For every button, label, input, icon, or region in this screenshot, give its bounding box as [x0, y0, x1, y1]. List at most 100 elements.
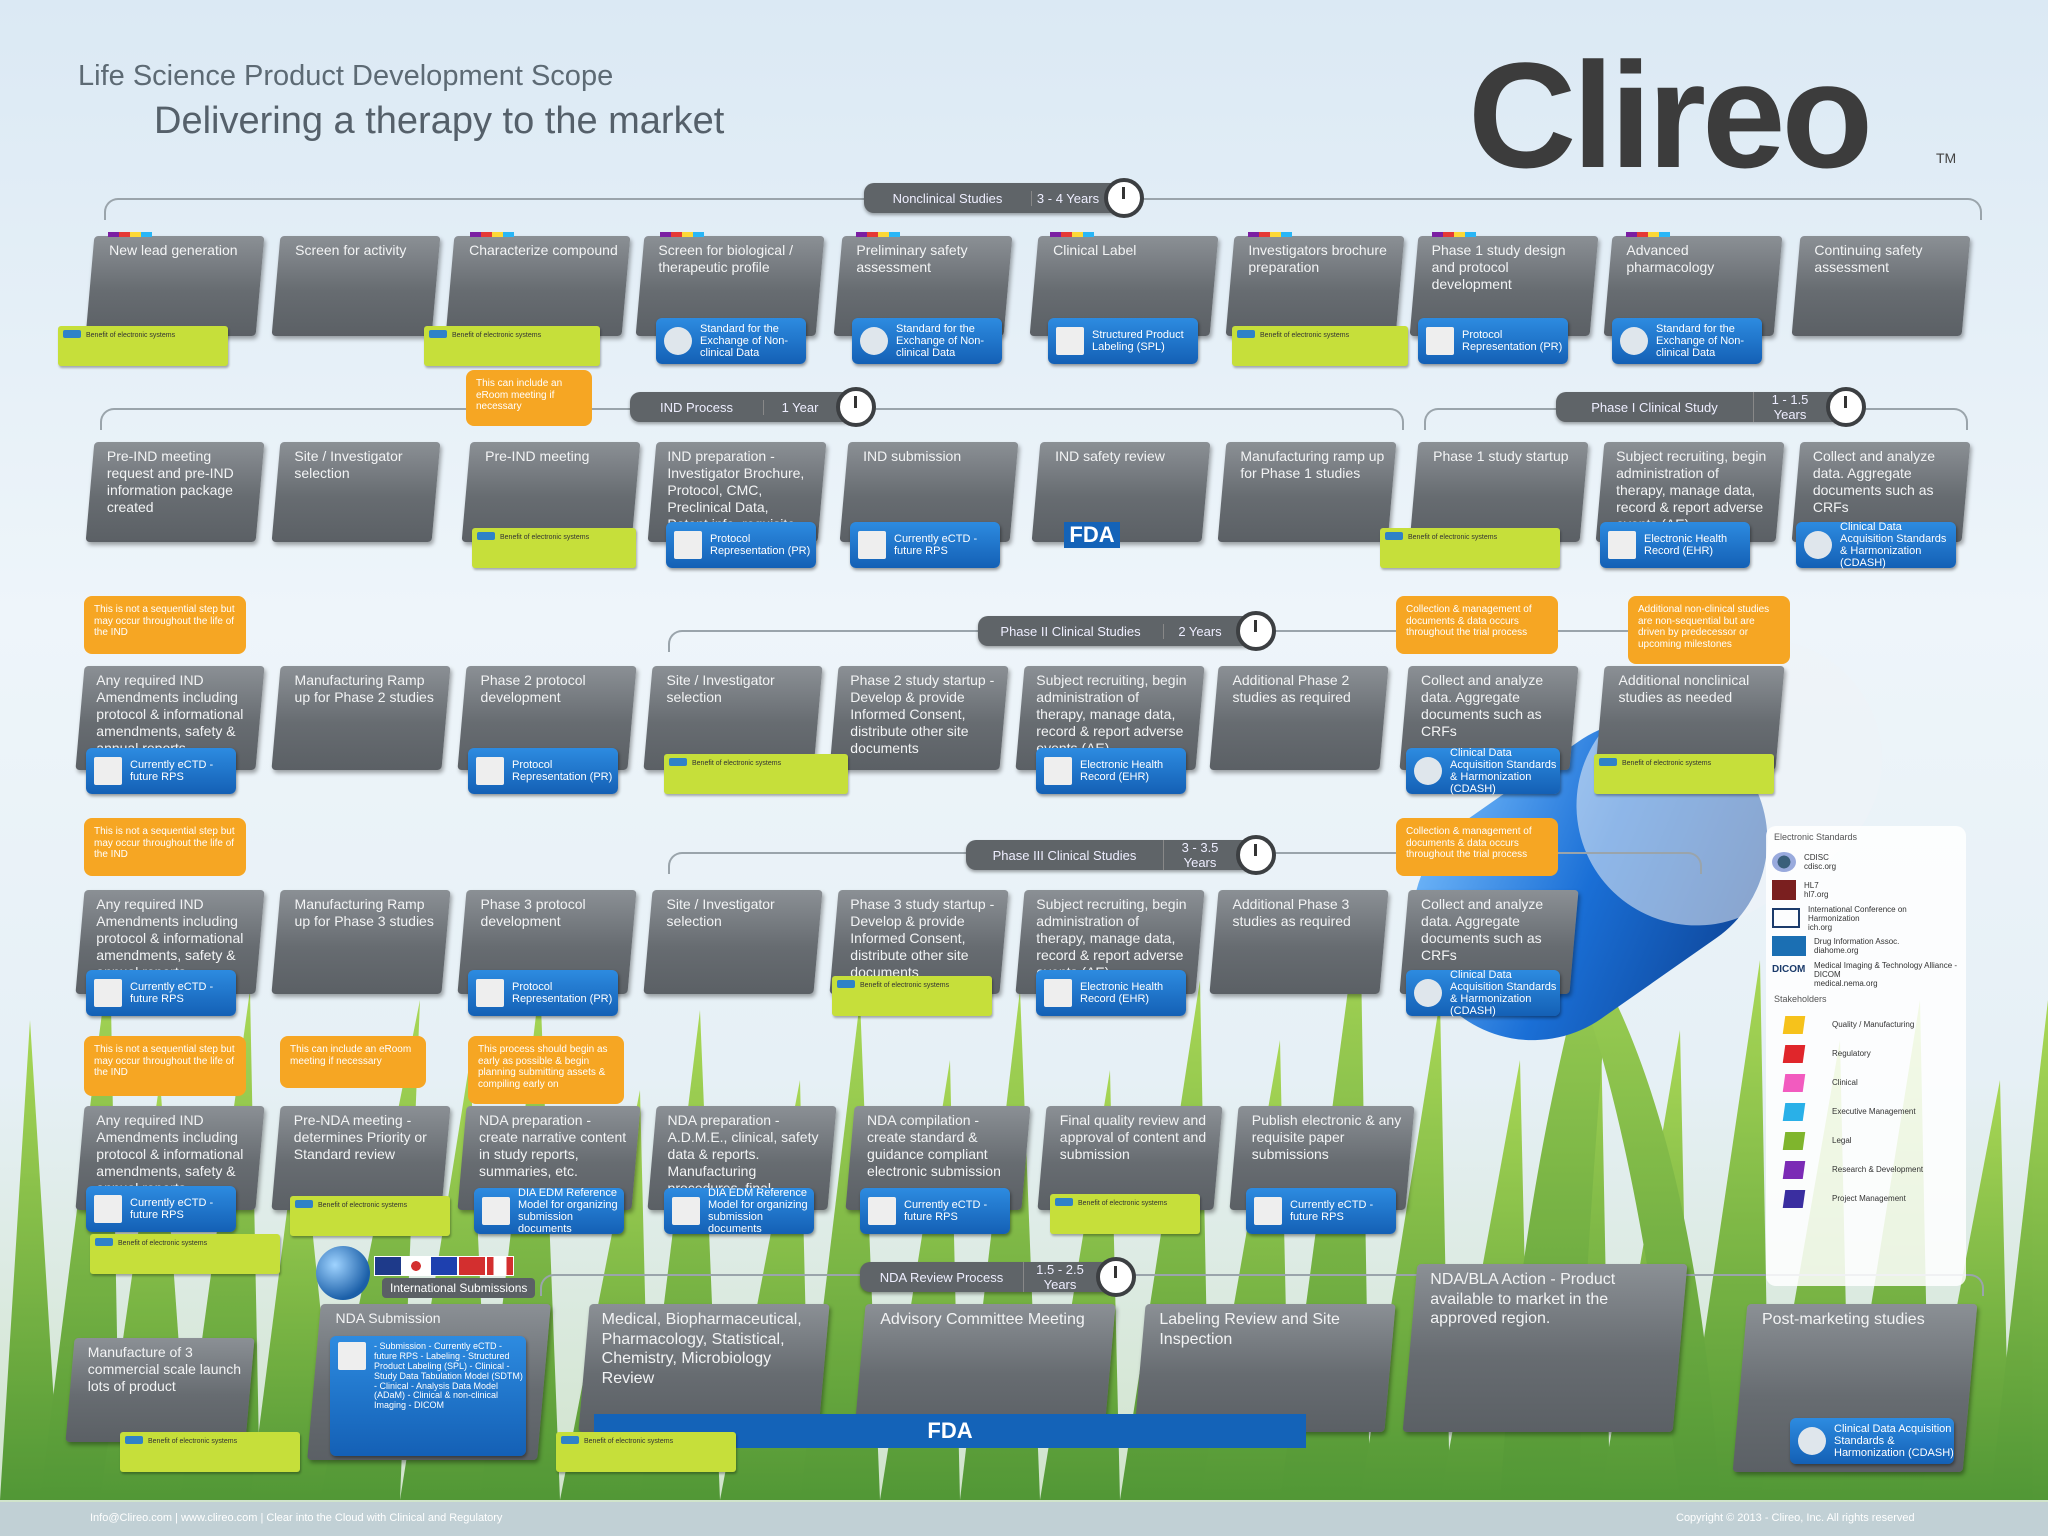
cdisc-icon — [1772, 852, 1796, 872]
clireo-logo: Clireo — [1468, 40, 1869, 190]
standard-badge-cdash: Clinical Data Acquisition Standards & Ha… — [1406, 748, 1560, 794]
callout-note: Collection & management of documents & d… — [1396, 596, 1558, 654]
benefit-note: Benefit of electronic systems — [1594, 754, 1774, 794]
step-box: Labeling Review and Site Inspection — [1134, 1304, 1395, 1432]
phase-label-phase2: Phase II Clinical Studies 2 Years — [978, 616, 1256, 646]
phase-label-nda: NDA Review Process 1.5 - 2.5 Years — [860, 1262, 1116, 1292]
phase-name: IND Process — [630, 400, 763, 415]
phase-name: Nonclinical Studies — [864, 191, 1031, 206]
ich-icon — [1772, 908, 1800, 928]
legend-standard-hl7: HL7hl7.org — [1766, 876, 1966, 904]
step-box: New lead generation — [86, 236, 265, 336]
hl7-icon — [1056, 327, 1084, 355]
stakeholder-dots — [1248, 232, 1292, 237]
standard-badge-pr: Protocol Representation (PR) — [468, 970, 618, 1016]
standard-badge-ectd: Currently eCTD - future RPS — [86, 970, 236, 1016]
standard-badge-spl: Structured Product Labeling (SPL) — [1048, 318, 1198, 364]
standard-badge-ectd-list: - Submission - Currently eCTD - future R… — [330, 1336, 526, 1456]
cdisc-icon — [1798, 1427, 1826, 1455]
benefit-note: Benefit of electronic systems — [1050, 1194, 1200, 1234]
legend-stakeholder: Legal — [1766, 1126, 1966, 1155]
phase-duration: 1.5 - 2.5 Years — [1023, 1262, 1096, 1292]
callout-note: This process should begin as early as po… — [468, 1036, 624, 1104]
standard-badge-edm: DIA EDM Reference Model for organizing s… — [474, 1188, 624, 1234]
color-swatch — [1783, 1074, 1806, 1092]
page-subtitle: Life Science Product Development Scope — [78, 60, 613, 93]
phase-duration: 3 - 4 Years — [1031, 191, 1104, 206]
standard-badge-ectd: Currently eCTD - future RPS — [86, 748, 236, 794]
cdisc-icon — [664, 327, 692, 355]
standard-badge-edm: DIA EDM Reference Model for organizing s… — [664, 1188, 814, 1234]
phase-label-phase1: Phase I Clinical Study 1 - 1.5 Years — [1556, 392, 1846, 422]
step-box: Continuing safety assessment — [1792, 236, 1971, 336]
ich-icon — [1254, 1197, 1282, 1225]
step-box: Site / Investigator selection — [272, 442, 441, 542]
cdisc-icon — [1414, 979, 1442, 1007]
standard-badge-send: Standard for the Exchange of Non-clinica… — [656, 318, 806, 364]
color-swatch — [1783, 1103, 1806, 1121]
cdisc-icon — [860, 327, 888, 355]
ich-icon — [338, 1342, 366, 1370]
standard-badge-cdash: Clinical Data Acquisition Standards & Ha… — [1796, 522, 1956, 568]
step-box: Medical, Biopharmaceutical, Pharmacology… — [578, 1304, 829, 1432]
step-box: Site / Investigator selection — [643, 890, 822, 994]
color-swatch — [1783, 1190, 1806, 1208]
clock-icon — [836, 387, 876, 427]
legend-stakeholder: Executive Management — [1766, 1097, 1966, 1126]
color-swatch — [1783, 1132, 1806, 1150]
standard-badge-ehr: Electronic Health Record (EHR) — [1600, 522, 1750, 568]
ich-icon — [94, 979, 122, 1007]
benefit-note: Benefit of electronic systems — [472, 528, 636, 568]
step-box: Investigators brochure preparation — [1226, 236, 1405, 336]
international-submissions-label: International Submissions — [382, 1278, 535, 1298]
standard-badge-pr: Protocol Representation (PR) — [666, 522, 816, 568]
ich-icon — [858, 531, 886, 559]
globe-icon — [316, 1246, 370, 1300]
legend-heading-stakeholders: Stakeholders — [1766, 988, 1966, 1010]
stakeholder-dots — [1432, 232, 1476, 237]
legend-standard-ich: International Conference on Harmonizatio… — [1766, 904, 1966, 932]
stakeholder-dots — [1626, 232, 1670, 237]
standard-badge-ectd: Currently eCTD - future RPS — [850, 522, 1000, 568]
phase-duration: 3 - 3.5 Years — [1163, 840, 1236, 870]
clock-icon — [1096, 1257, 1136, 1297]
legend-stakeholder: Quality / Manufacturing — [1766, 1010, 1966, 1039]
step-box: Phase 1 study startup — [1410, 442, 1589, 542]
benefit-note: Benefit of electronic systems — [290, 1196, 450, 1236]
callout-note: This is not a sequential step but may oc… — [84, 596, 246, 654]
phase-label-phase3: Phase III Clinical Studies 3 - 3.5 Years — [966, 840, 1256, 870]
color-swatch — [1783, 1161, 1806, 1179]
step-box: Pre-IND meeting request and pre-IND info… — [86, 442, 265, 542]
step-box: Advisory Committee Meeting — [854, 1304, 1115, 1432]
phase-label-nonclinical: Nonclinical Studies 3 - 4 Years — [864, 183, 1124, 213]
ich-icon — [94, 1195, 122, 1223]
hl7-icon — [476, 757, 504, 785]
dia-icon — [1772, 936, 1806, 956]
callout-note: Additional non-clinical studies are non-… — [1628, 596, 1790, 664]
fda-logo: FDA — [1064, 522, 1120, 548]
stakeholder-dots — [1050, 232, 1094, 237]
footer-copyright: Copyright © 2013 - Clireo, Inc. All righ… — [1676, 1512, 1915, 1524]
step-box: Manufacturing Ramp up for Phase 3 studie… — [271, 890, 450, 994]
footer-contact: Info@Clireo.com | www.clireo.com | Clear… — [90, 1512, 502, 1524]
phase-label-ind: IND Process 1 Year — [630, 392, 856, 422]
standard-badge-send: Standard for the Exchange of Non-clinica… — [852, 318, 1002, 364]
stakeholder-dots — [470, 232, 514, 237]
standard-badge-ectd: Currently eCTD - future RPS — [1246, 1188, 1396, 1234]
page-title: Delivering a therapy to the market — [154, 100, 724, 143]
step-box: Pre-IND meeting — [462, 442, 641, 542]
stakeholder-dots — [660, 232, 704, 237]
color-swatch — [1783, 1045, 1806, 1063]
phase-name: Phase II Clinical Studies — [978, 624, 1163, 639]
phase-name: Phase I Clinical Study — [1556, 400, 1753, 415]
flag-icon — [374, 1256, 402, 1276]
callout-note: This can include an eRoom meeting if nec… — [280, 1036, 426, 1088]
benefit-note: Benefit of electronic systems — [832, 976, 992, 1016]
legend-stakeholder: Regulatory — [1766, 1039, 1966, 1068]
step-box: Additional Phase 3 studies as required — [1209, 890, 1388, 994]
step-box: Manufacturing Ramp up for Phase 2 studie… — [271, 666, 450, 770]
phase-name: NDA Review Process — [860, 1270, 1023, 1285]
stakeholder-dots — [108, 232, 152, 237]
